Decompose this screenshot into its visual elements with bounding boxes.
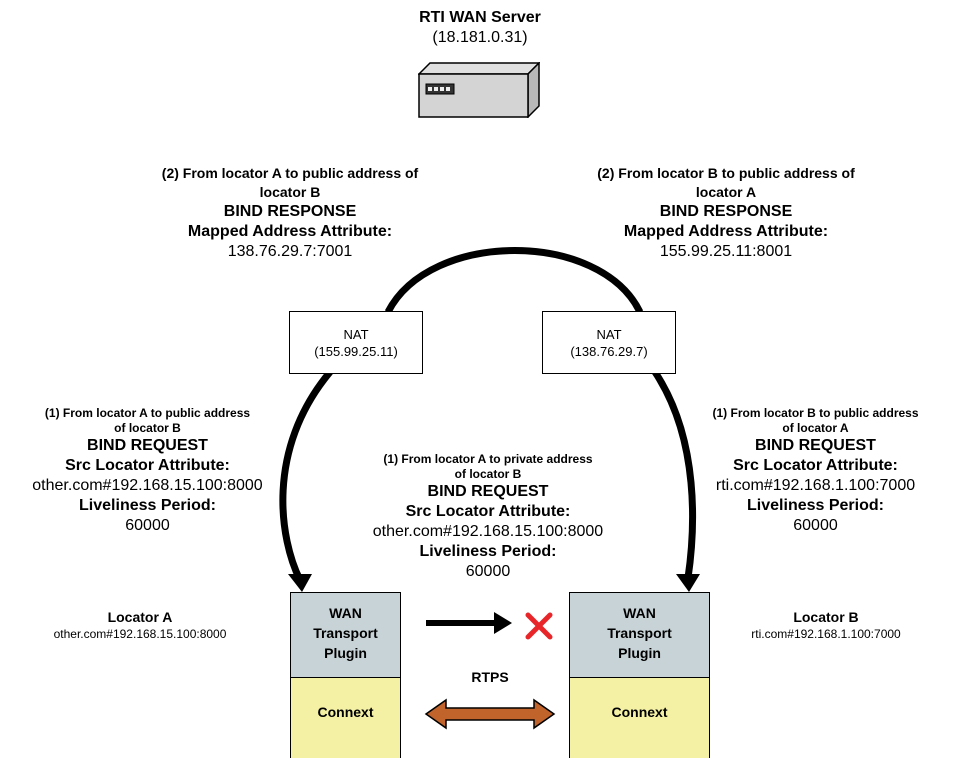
right-bind-request-arrow [652,370,697,579]
bind-response-right: (2) From locator B to public address of … [566,164,886,262]
bind-request-center: (1) From locator A to private address of… [338,452,638,582]
plugin-left-line1: WAN [329,605,362,621]
wan-transport-plugin-right: WAN Transport Plugin [570,593,709,678]
server-icon [417,61,541,123]
bind-request-left-heading: BIND REQUEST [87,437,208,454]
bind-response-right-attr-label: Mapped Address Attribute: [623,223,829,240]
left-bind-request-arrow [279,369,333,582]
locator-b-label: Locator B rti.com#192.168.1.100:7000 [706,608,946,642]
bind-request-center-line1: (1) From locator A to private address [383,452,593,466]
server-address: (18.181.0.31) [432,29,528,46]
locator-b-address: rti.com#192.168.1.100:7000 [751,627,901,641]
plugin-left-line3: Plugin [324,645,367,661]
locator-a-title: Locator A [107,609,173,625]
bind-request-right-line2: of locator A [782,421,849,435]
right-arrow-head [676,574,700,592]
bind-request-right-period-label: Liveliness Period: [747,497,884,514]
bind-request-right-line1: (1) From locator B to public address [712,406,919,420]
bind-request-left: (1) From locator A to public address of … [0,406,295,536]
bind-response-left: (2) From locator A to public address of … [130,164,450,262]
rtps-label: RTPS [471,669,509,685]
bind-request-right: (1) From locator B to public address of … [672,406,959,536]
bind-response-right-line2: locator A [695,184,757,200]
plugin-left-line2: Transport [313,625,378,641]
bind-request-center-attr-value: other.com#192.168.15.100:8000 [372,523,604,540]
private-arrow-head [494,612,512,634]
bind-request-left-period-label: Liveliness Period: [79,497,216,514]
plugin-right-line2: Transport [607,625,672,641]
stack-left: WAN Transport Plugin Connext [290,592,401,758]
bind-response-left-attr-value: 138.76.29.7:7001 [227,243,353,260]
nat-right-label: NAT [596,327,622,342]
bind-response-right-line1: (2) From locator B to public address of [597,165,855,181]
bind-request-left-period-value: 60000 [125,517,170,534]
connext-right: Connext [570,678,709,758]
left-arrow-head [288,574,312,592]
bind-response-right-heading: BIND RESPONSE [659,203,793,220]
nat-left-address: (155.99.25.11) [314,344,398,359]
bind-request-right-period-value: 60000 [793,517,838,534]
nat-left-label: NAT [343,327,369,342]
server-label: RTI WAN Server (18.181.0.31) [380,8,580,48]
bind-response-right-attr-value: 155.99.25.11:8001 [659,243,793,260]
bind-request-right-attr-value: rti.com#192.168.1.100:7000 [715,477,916,494]
bind-response-left-line2: locator B [259,184,321,200]
plugin-right-line1: WAN [623,605,656,621]
locator-a-label: Locator A other.com#192.168.15.100:8000 [10,608,270,642]
stack-right: WAN Transport Plugin Connext [569,592,710,758]
bind-response-left-line1: (2) From locator A to public address of [161,165,419,181]
bind-request-right-attr-label: Src Locator Attribute: [733,457,898,474]
bind-request-center-attr-label: Src Locator Attribute: [405,503,571,520]
bind-request-center-heading: BIND REQUEST [427,483,549,500]
server-title: RTI WAN Server [419,9,541,26]
bind-response-arc [384,247,644,314]
nat-left: NAT (155.99.25.11) [289,311,423,374]
wan-transport-plugin-left: WAN Transport Plugin [291,593,400,678]
bind-request-right-heading: BIND REQUEST [755,437,876,454]
plugin-right-line3: Plugin [618,645,661,661]
bind-request-center-line2: of locator B [454,467,522,481]
bind-request-left-line1: (1) From locator A to public address [44,406,251,420]
nat-right-address: (138.76.29.7) [570,344,648,359]
bind-request-left-attr-label: Src Locator Attribute: [65,457,230,474]
rtps-double-arrow [424,698,556,730]
blocked-x-icon [525,612,553,640]
bind-request-center-period-label: Liveliness Period: [419,543,557,560]
locator-a-address: other.com#192.168.15.100:8000 [53,627,227,641]
bind-request-left-line2: of locator B [114,421,181,435]
bind-response-left-attr-label: Mapped Address Attribute: [187,223,393,240]
nat-right: NAT (138.76.29.7) [542,311,676,374]
bind-request-left-attr-value: other.com#192.168.15.100:8000 [32,477,263,494]
locator-b-title: Locator B [793,609,859,625]
connext-left: Connext [291,678,400,758]
bind-request-center-period-value: 60000 [465,563,511,580]
bind-response-left-heading: BIND RESPONSE [223,203,357,220]
